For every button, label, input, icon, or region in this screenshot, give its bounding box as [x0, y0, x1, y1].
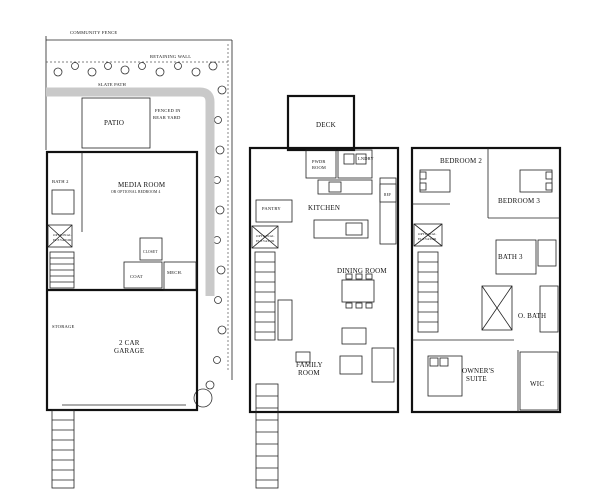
- owners-bed-icon: [427, 355, 463, 397]
- dining-table-icon: [341, 273, 375, 309]
- slate-path-label: SLATE PATH: [98, 82, 126, 87]
- mech-label: MECH.: [167, 270, 182, 275]
- bedroom3-label: BEDROOM 3: [498, 197, 540, 205]
- range-icon: [328, 181, 342, 193]
- bath3-outline: [495, 239, 537, 275]
- pwdr-room-label-1: PWDR: [312, 159, 326, 164]
- bath2-label: BATH 2: [52, 179, 69, 184]
- powder-room-outline: [305, 149, 337, 179]
- coat-outline: [123, 261, 163, 289]
- pantry-label: PANTRY: [262, 206, 281, 211]
- upper-stairs: [417, 251, 439, 333]
- refrigerator-icon: [379, 183, 397, 203]
- kitchen-back-counter: [317, 179, 373, 195]
- kitchen-side-counter: [379, 177, 397, 245]
- ground-floor-plan: COMMUNITY FENCE RETAINING WALL SLATE PAT…: [45, 30, 233, 489]
- owners-suite-label-2: SUITE: [466, 375, 487, 383]
- patio-outline: [81, 97, 151, 149]
- garage-label-2: GARAGE: [114, 347, 144, 355]
- owners-vanity: [539, 285, 559, 333]
- fenced-rear-yard-label-2: REAR YARD: [153, 115, 181, 120]
- wic-label: WIC: [530, 380, 544, 388]
- main-floor-walls: [248, 146, 400, 414]
- bath2-tub: [51, 189, 75, 215]
- main-floor-plan: DECK PWDR ROOM LNDRY REF PANTRY KITCHEN …: [248, 94, 400, 489]
- upper-floor-walls: [410, 146, 562, 414]
- mech-outline: [163, 261, 197, 291]
- laundry-outline: [337, 149, 373, 179]
- main-elevator-label-1: OPTIONAL: [256, 234, 275, 238]
- upper-elevator-label-2: ELEVATOR: [418, 237, 437, 241]
- refrigerator-label: REF: [384, 193, 391, 197]
- fenced-rear-yard-label-1: FENCED IN: [155, 108, 181, 113]
- closet-label: CLOSET: [143, 250, 158, 254]
- garage-label-1: 2 CAR: [119, 339, 140, 347]
- bath3-tub: [537, 239, 557, 267]
- sink-icon: [345, 222, 363, 236]
- ground-floor-walls: [45, 150, 199, 412]
- coat-label: COAT: [130, 274, 143, 279]
- media-room-option-label: OR OPTIONAL BEDROOM 4: [111, 190, 161, 194]
- bedroom3-bed-icon: [519, 169, 553, 193]
- deck-label: DECK: [316, 121, 336, 129]
- media-room-label: MEDIA ROOM: [118, 181, 166, 189]
- pwdr-room-label-2: ROOM: [312, 165, 326, 170]
- pantry-outline: [255, 199, 293, 223]
- main-entry-steps: [255, 383, 279, 489]
- laundry-label: LNDRY: [358, 156, 375, 161]
- bath3-label: BATH 3: [498, 253, 523, 261]
- owners-bath-label: O. BATH: [518, 312, 546, 320]
- patio-label: PATIO: [104, 119, 124, 127]
- ground-stairs: [49, 251, 75, 289]
- dining-room-label: DINING ROOM: [337, 267, 387, 275]
- upper-floor-plan: BEDROOM 2 BEDROOM 3 OPTIONAL ELEVATOR BA…: [410, 146, 562, 414]
- bedroom2-bed-icon: [419, 169, 451, 193]
- kitchen-island: [313, 219, 369, 239]
- kitchen-label: KITCHEN: [308, 204, 340, 212]
- wic-outline: [519, 351, 559, 411]
- family-room-label-2: ROOM: [298, 369, 320, 377]
- community-fence-label: COMMUNITY FENCE: [70, 30, 117, 35]
- landscape-shrubs: [53, 61, 227, 408]
- storage-label: STORAGE: [52, 324, 75, 329]
- upper-elevator-label-1: OPTIONAL: [418, 232, 437, 236]
- main-stairs: [254, 251, 293, 341]
- closet-outline: [139, 237, 163, 261]
- family-room-label-1: FAMILY: [296, 361, 323, 369]
- retaining-wall-label: RETAINING WALL: [150, 54, 191, 59]
- bedroom2-label: BEDROOM 2: [440, 157, 482, 165]
- owners-suite-label-1: OWNER'S: [462, 367, 494, 375]
- family-room-furniture: [295, 327, 395, 383]
- slate-path: [46, 87, 215, 296]
- ground-elevator-label-1: OPTIONAL: [53, 233, 72, 237]
- ground-entry-steps: [51, 409, 75, 489]
- main-elevator-label-2: ELEVATOR: [256, 239, 275, 243]
- ground-elevator-label-2: ELEVATOR: [53, 238, 72, 242]
